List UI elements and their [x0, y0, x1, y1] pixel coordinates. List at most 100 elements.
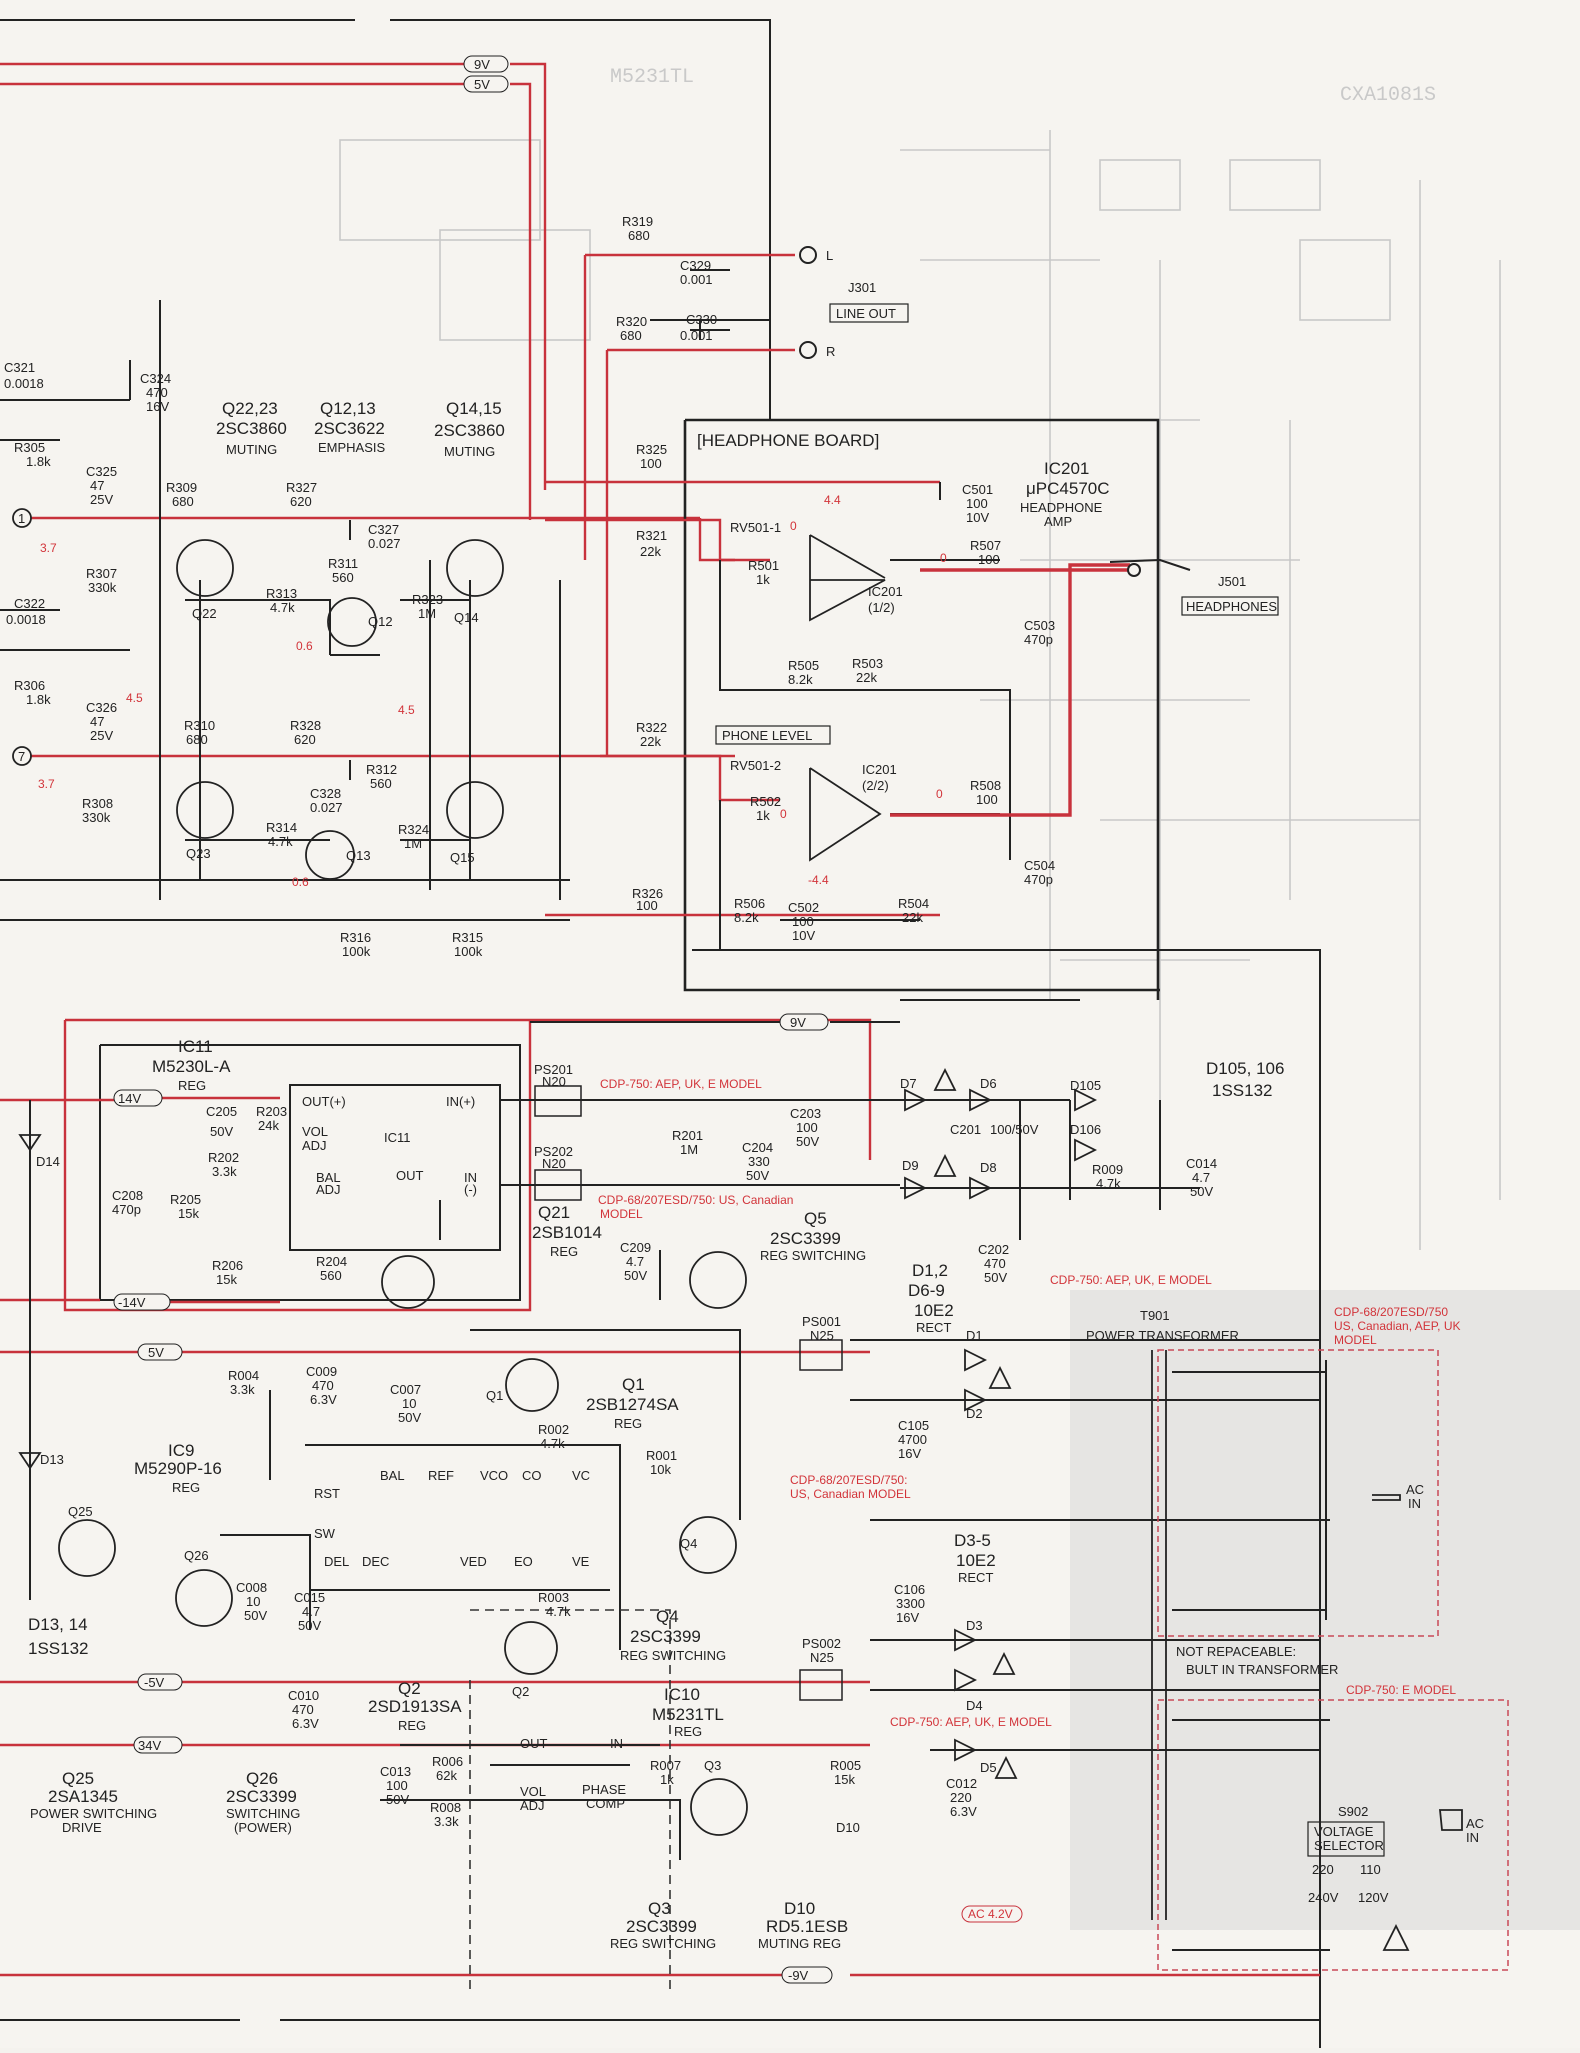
r008-value: 3.3k — [434, 1814, 459, 1829]
voltage-06: 0.6 — [296, 639, 313, 653]
c205-label: C205 — [206, 1104, 237, 1119]
c106-rating: 16V — [896, 1610, 919, 1625]
d3-label: D3 — [966, 1618, 983, 1633]
supply-34v-label: 34V — [138, 1738, 161, 1753]
r326-value: 100 — [636, 898, 658, 913]
d10-label: D10 — [836, 1820, 860, 1835]
r003-value: 4.7k — [546, 1604, 571, 1619]
c202-value: 470 — [984, 1256, 1006, 1271]
ps202-value: N20 — [542, 1156, 566, 1171]
d7-label: D7 — [900, 1076, 917, 1091]
pin-adj-label: ADJ — [520, 1798, 545, 1813]
r502-value: 1k — [756, 808, 770, 823]
supply-m14v-label: -14V — [118, 1295, 146, 1310]
d4-label: D4 — [966, 1698, 983, 1713]
r503-label: R503 — [852, 656, 883, 671]
r005-value: 15k — [834, 1772, 855, 1787]
c209-rating: 50V — [624, 1268, 647, 1283]
r325-label: R325 — [636, 442, 667, 457]
voltage-120v: 120V — [1358, 1890, 1389, 1905]
r508-label: R508 — [970, 778, 1001, 793]
rv501-1-label: RV501-1 — [730, 520, 781, 535]
c325-label: C325 — [86, 464, 117, 479]
c503-value: 470p — [1024, 632, 1053, 647]
t901-function: POWER TRANSFORMER — [1086, 1328, 1239, 1343]
q4-function: REG SWITCHING — [620, 1648, 726, 1663]
warning-icon — [1382, 1923, 1410, 1951]
pin-co-label: CO — [522, 1468, 542, 1483]
r315-value: 100k — [454, 944, 483, 959]
r327-value: 620 — [290, 494, 312, 509]
c205-rating: 50V — [210, 1124, 233, 1139]
pin-inp-label: IN(+) — [446, 1094, 475, 1109]
supply-14v-label: 14V — [118, 1091, 141, 1106]
c015-value: 4.7 — [302, 1604, 320, 1619]
supply-m9v-label: -9V — [788, 1968, 809, 1983]
c327-value: 0.027 — [368, 536, 401, 551]
c328-value: 0.027 — [310, 800, 343, 815]
r328-label: R328 — [290, 718, 321, 733]
q5-function: REG SWITCHING — [760, 1248, 866, 1263]
supply-m5v-label: -5V — [144, 1675, 165, 1690]
ps202-label: PS202 — [534, 1144, 573, 1159]
c325-value: 47 — [90, 478, 104, 493]
c330-value: 0.001 — [680, 328, 713, 343]
r203-value: 24k — [258, 1118, 279, 1133]
q26-title: Q26 — [246, 1769, 278, 1788]
model-note: CDP-750: AEP, UK, E MODEL — [600, 1077, 762, 1091]
r313-value: 4.7k — [270, 600, 295, 615]
c322-label: C322 — [14, 596, 45, 611]
warning-icon — [933, 1153, 957, 1177]
d14-label: D14 — [36, 1154, 60, 1169]
q25-label: Q25 — [68, 1504, 93, 1519]
r204-label: R204 — [316, 1254, 347, 1269]
r003-label: R003 — [538, 1590, 569, 1605]
ps001-value: N25 — [810, 1328, 834, 1343]
voltage-44: 4.4 — [824, 493, 841, 507]
ic201-function: HEADPHONE — [1020, 500, 1103, 515]
voltage-110: 110 — [1360, 1862, 1381, 1877]
r309-label: R309 — [166, 480, 197, 495]
q25-function: DRIVE — [62, 1820, 102, 1835]
c202-label: C202 — [978, 1242, 1009, 1257]
q23-label: Q23 — [186, 846, 211, 861]
r205-value: 15k — [178, 1206, 199, 1221]
r503-value: 22k — [856, 670, 877, 685]
c014-label: C014 — [1186, 1156, 1217, 1171]
q26-type: 2SC3399 — [226, 1787, 297, 1806]
r204-value: 560 — [320, 1268, 342, 1283]
ps002-label: PS002 — [802, 1636, 841, 1651]
warning-icon — [992, 1651, 1016, 1675]
r308-value: 330k — [82, 810, 111, 825]
ic11-function: REG — [178, 1078, 206, 1093]
q22-label: Q22 — [192, 606, 217, 621]
r320-label: R320 — [616, 314, 647, 329]
c014-rating: 50V — [1190, 1184, 1213, 1199]
q4-type: 2SC3399 — [630, 1627, 701, 1646]
pin-del-label: DEL — [324, 1554, 349, 1569]
q5-title: Q5 — [804, 1209, 827, 1228]
pin-inm2-label: (-) — [464, 1182, 477, 1197]
pin-7-label: 7 — [18, 749, 25, 764]
r322-value: 22k — [640, 734, 661, 749]
pin-adj-label: ADJ — [302, 1138, 327, 1153]
ghost-ic-label: M5231TL — [610, 66, 694, 89]
c009-label: C009 — [306, 1364, 337, 1379]
c326-label: C326 — [86, 700, 117, 715]
r206-label: R206 — [212, 1258, 243, 1273]
jack-r-label: R — [826, 344, 835, 359]
r322-label: R322 — [636, 720, 667, 735]
r305-label: R305 — [14, 440, 45, 455]
j501-label: J501 — [1218, 574, 1246, 589]
q21-title: Q21 — [538, 1203, 570, 1222]
c502-value: 100 — [792, 914, 814, 929]
c324-rating: 16V — [146, 399, 169, 414]
c502-rating: 10V — [792, 928, 815, 943]
r202-label: R202 — [208, 1150, 239, 1165]
r324-label: R324 — [398, 822, 429, 837]
headphone-board: [HEADPHONE BOARD] IC201 μPC4570C HEADPHO… — [545, 418, 1279, 1000]
q12-13-type: 2SC3622 — [314, 419, 385, 438]
transformer-region — [1157, 1349, 1439, 1637]
q14-15-type: 2SC3860 — [434, 421, 505, 440]
model-note: US, Canadian MODEL — [790, 1487, 911, 1501]
